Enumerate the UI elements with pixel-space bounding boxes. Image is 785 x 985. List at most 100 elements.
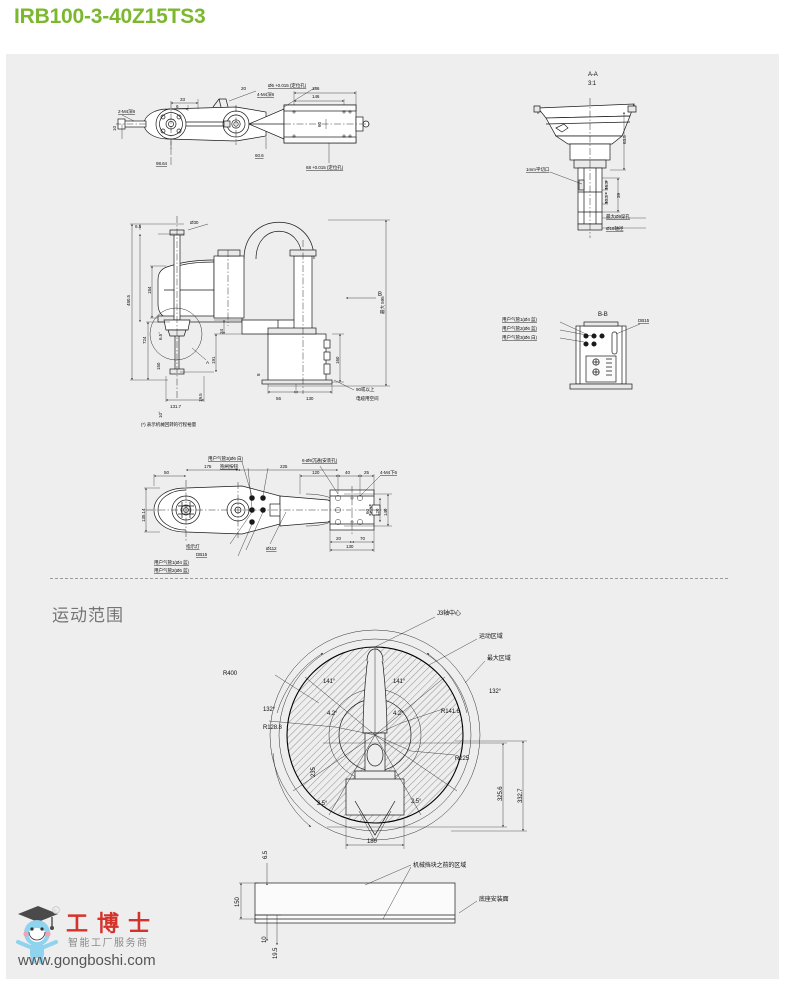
section-aa-scale: 3:1 xyxy=(588,81,597,87)
label-2-m4: 2-M4深8 xyxy=(118,108,136,115)
label-max-area: 最大区域 xyxy=(487,654,511,662)
dim-724: 724 xyxy=(142,336,147,344)
angle-4-2-right: 4.2° xyxy=(393,711,404,717)
radius-r225: R225 xyxy=(455,756,470,762)
dim-186: 186 xyxy=(312,86,320,91)
label-air-tube-3-bottom: 用户气管3(Ø6 白) xyxy=(208,455,243,462)
label-shaft-dia: Ø16轴径 xyxy=(606,225,624,232)
brand-url: www.gongboshi.com xyxy=(18,952,156,969)
label-max-hole: 最大Ø9穿孔 xyxy=(606,213,630,220)
section-b-b: B-B xyxy=(492,302,672,398)
label-brake-button: 抱闸按钮 xyxy=(220,463,238,470)
label-detail-a: A xyxy=(206,360,210,365)
dim-19-5-base: 19.5 xyxy=(273,947,279,959)
label-1mm-flat: 1mm平切口 xyxy=(526,166,550,173)
label-indicator-light: 指示灯 xyxy=(186,543,200,550)
label-stop-area: 机械挡块之前的区域 xyxy=(413,861,466,869)
dim-60-6: 60.6 xyxy=(255,153,264,158)
section-title: 运动范围 xyxy=(52,606,124,625)
dim-60-base: 60 xyxy=(317,122,322,127)
dim-10-base: 10 xyxy=(262,936,268,943)
label-max-595: 最大 595 xyxy=(379,296,386,314)
dim-6-5-base: 6.5 xyxy=(263,850,269,859)
label-4-m4-bottom: 4-M4下6 xyxy=(380,470,398,476)
dim-40: 40 xyxy=(345,470,350,475)
brand-name: 工博士 xyxy=(66,911,160,936)
watermark-logo: R 工博士 智能工厂服务商 www.gongboshi.com xyxy=(8,890,188,980)
dim-175: 175 xyxy=(204,464,212,469)
dim-25: 25 xyxy=(364,470,369,475)
page-title: IRB100-3-40Z15TS3 xyxy=(14,5,206,28)
section-bb-title: B-B xyxy=(598,312,608,318)
dim-6: 6 xyxy=(176,104,179,109)
dim-150-base: 150 xyxy=(235,897,241,907)
dim-131-7: 131.7 xyxy=(170,404,182,409)
page-header: IRB100-3-40Z15TS3 xyxy=(0,0,785,54)
label-air-tube-2-bottom: 用户气管2(Ø6 蓝) xyxy=(154,567,189,574)
dim-180: 180 xyxy=(367,839,377,845)
dim-56: 56 xyxy=(276,396,281,401)
dim-d112: Ø112 xyxy=(266,546,277,551)
label-base-mounting-surface: 底座安装面 xyxy=(479,895,509,903)
label-air-tube-2: 用户气管2(Ø6 蓝) xyxy=(502,325,537,332)
angle-132-right: 132° xyxy=(489,689,502,695)
dim-6-5: 6.5 xyxy=(135,224,142,229)
dim-20: 20 xyxy=(241,86,246,91)
dim-98-64: 98.64 xyxy=(156,161,168,166)
brand-tagline: 智能工厂服务商 xyxy=(68,938,149,949)
dim-19-5: 19.5 xyxy=(198,393,203,402)
side-view-note: (*) 表示机械回转的行程裕量 xyxy=(141,416,401,430)
angle-141-right: 141° xyxy=(393,679,406,685)
bottom-plan-view: 用户气管3(Ø6 白) 抱闸按钮 指示灯 DB15 用户气管1(Ø4 蓝) 用户… xyxy=(130,450,420,574)
radius-r400: R400 xyxy=(223,671,238,677)
drawing-canvas: 186 146 33 6 20 4-M4深8 2-M4深8 98.64 60.6… xyxy=(6,54,779,979)
dim-120-bottom: 120 xyxy=(312,470,320,475)
section-a-a: A-A 3:1 xyxy=(526,62,706,242)
dim-332-7: 332.7 xyxy=(518,788,524,803)
dim-63-5: 63.5 xyxy=(622,135,627,144)
dim-191: 191 xyxy=(211,356,216,364)
dim-10deg: 10° xyxy=(158,411,163,418)
angle-132-left: 132° xyxy=(263,707,276,713)
label-90-or-more: 90或以上 xyxy=(356,386,375,392)
label-air-tube-1-bottom: 用户气管1(Ø4 蓝) xyxy=(154,559,189,566)
angle-141-left: 141° xyxy=(323,679,336,685)
dim-130: 130 xyxy=(306,396,314,401)
dim-20-bottom: 20 xyxy=(336,536,341,541)
dim-39: 39 xyxy=(616,193,621,198)
dim-325-6: 325.6 xyxy=(498,786,504,801)
top-view: 186 146 33 6 20 4-M4深8 2-M4深8 98.64 60.6… xyxy=(112,79,406,174)
note-stroke-margin: (*) 表示机械回转的行程裕量 xyxy=(141,421,197,428)
dim-135-14: 135.14 xyxy=(141,508,146,522)
dim-33: 33 xyxy=(180,97,185,102)
dim-10-left: 10 xyxy=(112,126,117,131)
label-4-m4: 4-M4深8 xyxy=(257,91,275,98)
label-air-tube-3: 用户气管3(Ø6 白) xyxy=(502,334,537,341)
radius-r141-6: R141.6 xyxy=(441,709,461,715)
motion-range-view: J3轴中心 运动区域 最大区域 R400 132° 132° R128.8 R1… xyxy=(215,605,565,975)
mascot-icon: R xyxy=(16,906,60,964)
dim-6-5-deg: 6.5° xyxy=(158,332,163,340)
dim-225: 225 xyxy=(280,464,288,469)
label-section-b-arrow: B xyxy=(378,292,382,298)
dim-34: 34 xyxy=(219,329,224,334)
radius-235: 235 xyxy=(311,767,317,777)
svg-text:R: R xyxy=(54,908,58,913)
label-cable-space: 电缆用空间 xyxy=(356,395,379,402)
dim-8: 8 xyxy=(256,373,261,376)
section-divider xyxy=(50,578,728,579)
dim-50: 50 xyxy=(164,470,169,475)
label-locating-hole-d6: Ø6 +0.015 (定位孔) xyxy=(268,82,307,89)
section-aa-title: A-A xyxy=(588,72,598,78)
dim-146: 146 xyxy=(312,94,320,99)
dim-70: 70 xyxy=(360,536,365,541)
dim-16-3: 16.3 xyxy=(604,181,609,190)
dim-160: 160 xyxy=(335,356,340,364)
angle-2-5-left: 2.5° xyxy=(317,801,328,807)
label-db15: DB15 xyxy=(638,318,650,323)
side-view: 6.5 Ø30 184 480.5 724 150 131.7 34 191 1… xyxy=(118,194,418,424)
dim-130-bottom: 130 xyxy=(346,544,354,549)
label-j3-center: J3轴中心 xyxy=(437,609,461,617)
dim-60-bottom: 60 xyxy=(365,509,370,514)
label-motion-area: 运动区域 xyxy=(479,632,503,640)
